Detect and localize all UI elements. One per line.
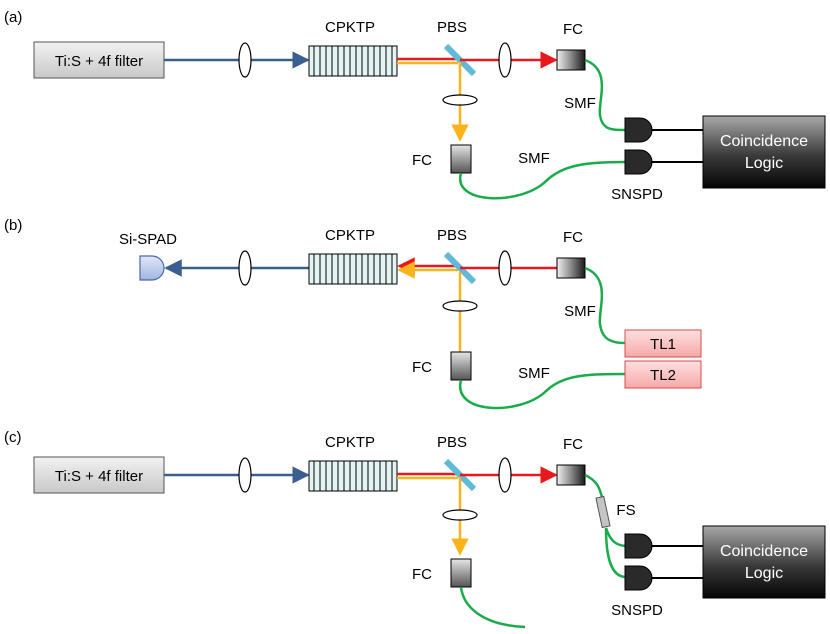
pbs-label-c: PBS bbox=[437, 434, 467, 451]
snspd-detector-2-a bbox=[624, 149, 653, 175]
fiber-coupler-bottom-b bbox=[450, 351, 472, 381]
lens-pump-c bbox=[238, 457, 252, 493]
tl2-label: TL2 bbox=[650, 367, 676, 384]
fiber-coupler-bottom-c bbox=[450, 558, 472, 588]
cpktp-crystal-c bbox=[308, 460, 398, 492]
lens-red-b bbox=[498, 250, 512, 286]
crystal-label-b: CPKTP bbox=[325, 227, 375, 244]
tl1-label: TL1 bbox=[650, 336, 676, 353]
tunable-laser-1 bbox=[624, 329, 702, 358]
pbs-label-b: PBS bbox=[437, 227, 467, 244]
fiber-coupler-top-a bbox=[556, 49, 586, 71]
panel-b: (b) Si-SPAD CPKTP PBS bbox=[4, 217, 702, 410]
crystal-label-a: CPKTP bbox=[325, 19, 375, 36]
smf-bottom-label-b: SMF bbox=[518, 365, 550, 382]
fc-top-label-a: FC bbox=[563, 21, 583, 38]
fiber-top-b bbox=[584, 266, 626, 345]
smf-top-label-a: SMF bbox=[564, 95, 596, 112]
fc-bottom-label-a: FC bbox=[412, 152, 432, 169]
smf-top-label-b: SMF bbox=[564, 303, 596, 320]
panel-b-label: (b) bbox=[4, 217, 22, 234]
fiber-stretcher bbox=[595, 495, 611, 529]
fiber-bottom-c bbox=[459, 586, 526, 629]
snspd-label-a: SNSPD bbox=[611, 186, 663, 203]
coincidence-logic-box-a bbox=[702, 115, 826, 189]
fiber-to-det1-c bbox=[604, 527, 626, 548]
fiber-to-det2-c bbox=[604, 527, 626, 579]
tunable-laser-2 bbox=[624, 360, 702, 389]
panel-a-label: (a) bbox=[4, 9, 22, 26]
fc-bottom-label-c: FC bbox=[412, 566, 432, 583]
logic-line2-a: Logic bbox=[745, 155, 783, 172]
logic-line1-c: Coincidence bbox=[720, 543, 808, 560]
logic-line2-c: Logic bbox=[745, 565, 783, 582]
fc-top-label-b: FC bbox=[563, 229, 583, 246]
panel-c-label: (c) bbox=[4, 429, 22, 446]
panel-a: (a) Ti:S + 4f filter CPKTP PBS bbox=[4, 9, 826, 203]
fc-top-label-c: FC bbox=[563, 436, 583, 453]
laser-source-box-a bbox=[33, 41, 165, 79]
lens-red-a bbox=[498, 42, 512, 78]
fiber-top-a bbox=[584, 58, 626, 132]
cpktp-crystal-a bbox=[308, 45, 398, 77]
lens-blue-b bbox=[238, 250, 252, 286]
smf-bottom-label-a: SMF bbox=[518, 150, 550, 167]
coincidence-logic-box-c bbox=[702, 525, 826, 599]
snspd-detector-2-c bbox=[624, 565, 653, 591]
lens-orange-c bbox=[442, 509, 478, 521]
fiber-coupler-bottom-a bbox=[450, 144, 472, 174]
lens-orange-a bbox=[442, 94, 478, 106]
lens-pump-a bbox=[238, 42, 252, 78]
si-spad-detector bbox=[139, 255, 165, 281]
fc-bottom-label-b: FC bbox=[412, 359, 432, 376]
fiber-bottom-b bbox=[459, 372, 626, 410]
cpktp-crystal-b bbox=[308, 253, 398, 285]
snspd-detector-1-a bbox=[624, 117, 653, 143]
fiber-coupler-top-c bbox=[556, 464, 586, 486]
panel-c: (c) Ti:S + 4f filter CPKTP PBS bbox=[4, 429, 826, 629]
snspd-label-c: SNSPD bbox=[611, 602, 663, 619]
fiber-top-c bbox=[584, 473, 605, 501]
laser-source-label-c: Ti:S + 4f filter bbox=[55, 468, 143, 485]
crystal-label-c: CPKTP bbox=[325, 434, 375, 451]
pbs-label-a: PBS bbox=[437, 19, 467, 36]
fs-label: FS bbox=[616, 502, 635, 519]
laser-source-box-c bbox=[33, 456, 165, 494]
fiber-coupler-top-b bbox=[556, 257, 586, 279]
lens-red-c bbox=[498, 457, 512, 493]
snspd-detector-1-c bbox=[624, 533, 653, 559]
logic-line1-a: Coincidence bbox=[720, 133, 808, 150]
lens-orange-b bbox=[442, 300, 478, 312]
si-spad-label: Si-SPAD bbox=[119, 231, 177, 248]
laser-source-label-a: Ti:S + 4f filter bbox=[55, 53, 143, 70]
fiber-bottom-a bbox=[459, 160, 626, 200]
